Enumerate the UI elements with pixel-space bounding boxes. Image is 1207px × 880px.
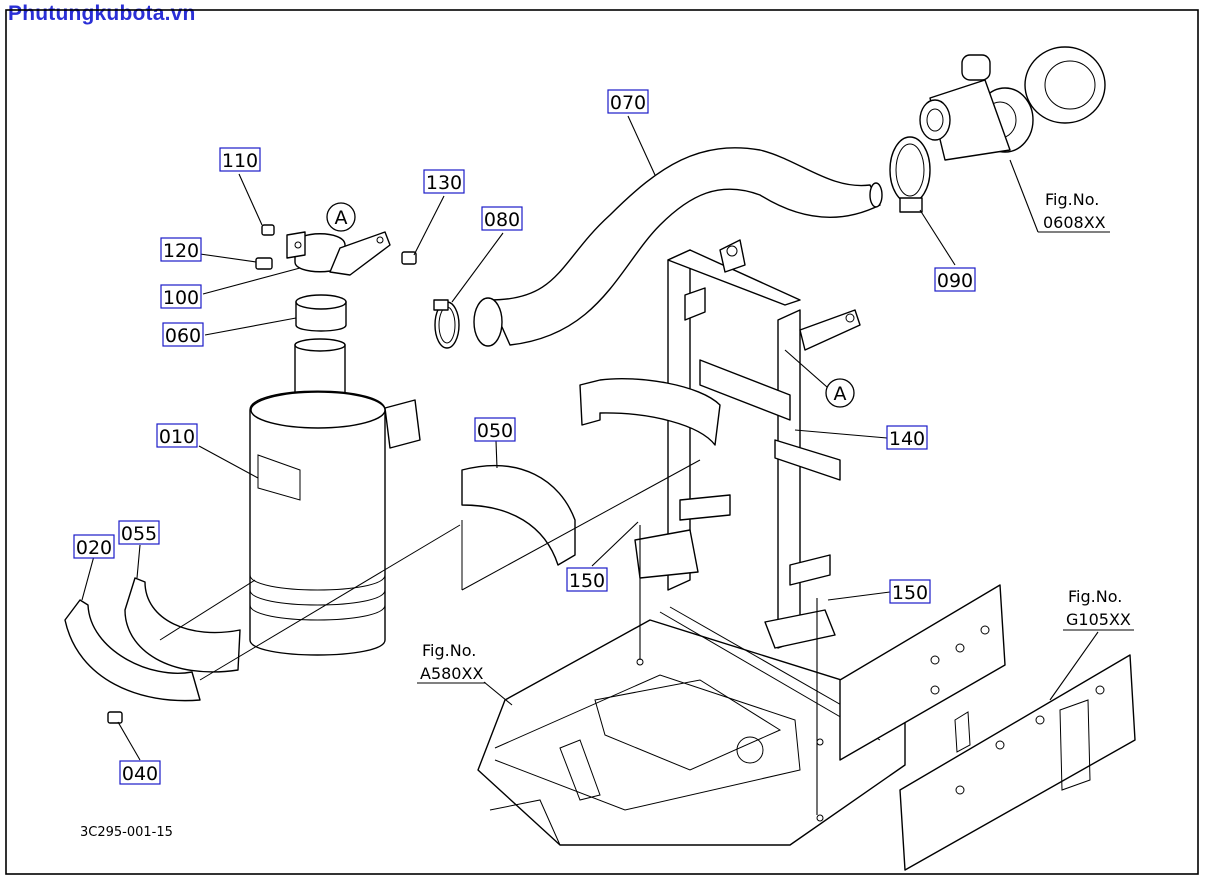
callout-150-left[interactable]: 150	[566, 567, 608, 592]
svg-text:150: 150	[892, 582, 928, 604]
turbocharger-drawing	[919, 46, 1106, 161]
fig-ref-floor[interactable]: Fig.No. A580XX	[417, 641, 486, 684]
svg-text:055: 055	[121, 523, 157, 545]
callout-040[interactable]: 040	[119, 760, 161, 785]
support-bracket-drawing	[634, 239, 861, 649]
callout-140[interactable]: 140	[886, 425, 928, 450]
upper-band-drawing	[579, 378, 721, 446]
fig-ref-frame[interactable]: Fig.No. G105XX	[1063, 587, 1134, 631]
svg-text:060: 060	[165, 325, 201, 347]
band-050-drawing	[461, 464, 576, 566]
svg-text:020: 020	[76, 537, 112, 559]
svg-text:040: 040	[122, 763, 158, 785]
svg-text:110: 110	[222, 150, 258, 172]
clamp-100-drawing	[286, 231, 391, 276]
svg-text:G105XX: G105XX	[1066, 610, 1131, 629]
svg-text:A: A	[335, 207, 348, 229]
callout-060[interactable]: 060	[162, 322, 204, 347]
clamp-080-drawing	[433, 299, 460, 349]
drawing-code: 3C295-001-15	[80, 825, 173, 840]
svg-text:120: 120	[163, 240, 199, 262]
svg-text:Fig.No.: Fig.No.	[422, 641, 476, 660]
callout-110[interactable]: 110	[219, 147, 261, 172]
reference-mark-a-bracket: A	[784, 349, 855, 408]
bolt-040-drawing	[107, 711, 123, 724]
callout-020[interactable]: 020	[73, 534, 115, 559]
drawing-border	[5, 9, 1199, 875]
band-055-drawing	[124, 577, 241, 673]
leader-lines	[81, 115, 1099, 815]
callout-120[interactable]: 120	[160, 237, 202, 262]
callout-080[interactable]: 080	[481, 206, 523, 231]
air-cleaner-drawing	[249, 338, 421, 656]
svg-text:080: 080	[484, 209, 520, 231]
reference-mark-a-top: A	[326, 202, 356, 232]
callout-010[interactable]: 010	[156, 423, 198, 448]
site-title[interactable]: Phutungkubota.vn	[8, 2, 196, 25]
svg-text:Fig.No.: Fig.No.	[1068, 587, 1122, 606]
floor-plate-drawing	[477, 606, 906, 846]
svg-text:150: 150	[569, 570, 605, 592]
svg-text:050: 050	[477, 420, 513, 442]
callout-100[interactable]: 100	[160, 284, 202, 309]
cap-060-drawing	[295, 294, 347, 332]
band-020-drawing	[64, 599, 201, 702]
callout-150-right[interactable]: 150	[889, 579, 931, 604]
callout-090[interactable]: 090	[934, 267, 976, 292]
assembly-line	[199, 524, 461, 681]
svg-text:A580XX: A580XX	[420, 664, 483, 683]
bolt-120-drawing	[255, 257, 273, 270]
svg-text:140: 140	[889, 428, 925, 450]
callout-050[interactable]: 050	[474, 417, 516, 442]
bolt-130-drawing	[401, 251, 417, 265]
callout-055[interactable]: 055	[118, 520, 160, 545]
callout-130[interactable]: 130	[423, 169, 465, 194]
assembly-line	[159, 579, 256, 641]
svg-text:Fig.No.: Fig.No.	[1045, 190, 1099, 209]
assembly-line	[461, 459, 701, 591]
side-frame-drawing	[839, 584, 1136, 871]
svg-text:090: 090	[937, 270, 973, 292]
svg-text:0608XX: 0608XX	[1043, 213, 1106, 232]
svg-text:A: A	[834, 383, 847, 405]
clamp-090-drawing	[889, 136, 931, 213]
callout-070[interactable]: 070	[607, 89, 649, 114]
fig-ref-turbo[interactable]: Fig.No. 0608XX	[1038, 190, 1110, 233]
svg-text:130: 130	[426, 172, 462, 194]
svg-text:070: 070	[610, 92, 646, 114]
svg-text:010: 010	[159, 426, 195, 448]
svg-text:100: 100	[163, 287, 199, 309]
hose-070-drawing	[473, 147, 883, 347]
bolt-110-drawing	[261, 224, 275, 236]
